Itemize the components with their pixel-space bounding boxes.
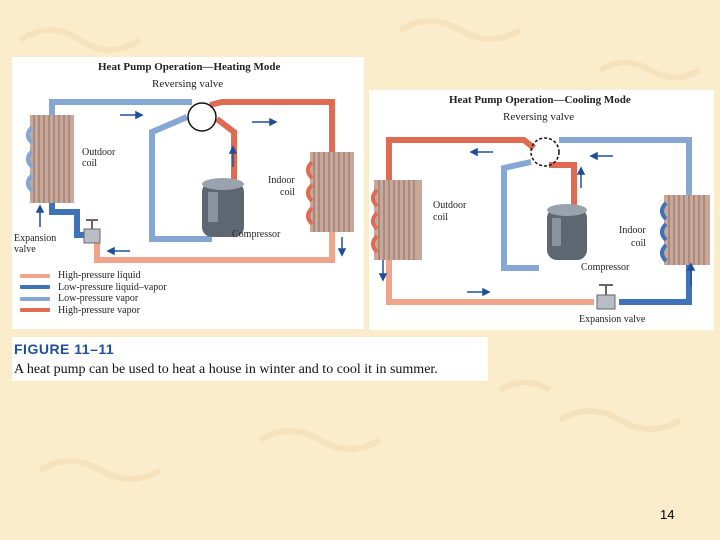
legend-label: Low-pressure vapor [58,293,139,305]
cooling-compressor-label: Compressor [581,262,630,273]
cooling-indoor-coil-icon [660,195,710,265]
legend-item: Low-pressure liquid–vapor [20,282,167,294]
legend-label: Low-pressure liquid–vapor [58,281,167,293]
cooling-pipe-low-liquid [619,260,692,305]
heating-outdoor-coil-label-1: Outdoor [82,147,116,158]
heating-mode-diagram: Heat Pump Operation—Heating Mode Reversi… [12,57,364,329]
cooling-title: Heat Pump Operation—Cooling Mode [449,94,631,106]
cooling-indoor-coil-label-1: Indoor [619,225,646,236]
heating-reversing-valve-label: Reversing valve [152,78,224,90]
heating-pipe-high-liquid [94,232,335,263]
heating-indoor-coil-icon [306,152,354,232]
cooling-expansion-label: Expansion valve [579,314,646,325]
cooling-pipe-high-liquid [386,255,594,305]
legend-swatch [20,308,50,313]
legend-item: High-pressure liquid [20,270,167,282]
cooling-circuit [371,137,710,310]
page-number: 14 [660,507,675,522]
heating-pipe-high-vapor [209,99,335,152]
legend: High-pressure liquid Low-pressure liquid… [20,270,167,316]
legend-label: High-pressure liquid [58,270,141,282]
heating-compressor-icon [202,178,244,237]
heating-circuit [26,99,354,263]
heating-flow-arrows [35,110,347,257]
cooling-reversing-valve-icon [530,137,560,167]
heating-title: Heat Pump Operation—Heating Mode [98,61,281,73]
cooling-expansion-valve-icon [596,284,616,310]
heating-outdoor-coil-icon [26,115,74,203]
figure-caption: A heat pump can be used to heat a house … [14,362,438,377]
heating-indoor-coil-label-2: coil [280,187,295,198]
heating-compressor-label: Compressor [232,229,281,240]
heating-pipe-low-liquid [49,202,87,238]
heating-reversing-valve-icon [187,102,217,132]
cooling-pipe-suction [501,159,539,271]
cooling-pipe-low-vapor [559,137,692,195]
cooling-outdoor-coil-label-1: Outdoor [433,200,467,211]
cooling-reversing-valve-label: Reversing valve [503,111,575,123]
cooling-outdoor-coil-icon [371,180,422,260]
cooling-indoor-coil-label-2: coil [631,238,646,249]
cooling-outdoor-coil-label-2: coil [433,212,448,223]
legend-swatch [20,273,50,278]
legend-swatch [20,285,50,290]
legend-item: High-pressure vapor [20,305,167,317]
heating-outdoor-coil-label-2: coil [82,158,97,169]
cooling-pipe-high-vapor [386,137,536,185]
heating-pipe-to-compressor [149,114,212,242]
legend-swatch [20,296,50,301]
cooling-mode-diagram: Heat Pump Operation—Cooling Mode Reversi… [369,90,714,330]
legend-label: High-pressure vapor [58,304,140,316]
cooling-pipe-discharge [549,162,577,208]
heating-pipe-discharge [215,116,237,185]
figure-caption-box: FIGURE 11–11 A heat pump can be used to … [12,337,488,381]
cooling-compressor-icon [547,204,587,260]
heating-expansion-label-2: valve [14,244,36,255]
heating-expansion-label-1: Expansion [14,233,57,244]
legend-item: Low-pressure vapor [20,293,167,305]
figure-number: FIGURE 11–11 [14,341,115,357]
heating-expansion-valve-icon [83,219,101,244]
heating-indoor-coil-label-1: Indoor [268,175,295,186]
cooling-flow-arrows [378,147,696,297]
